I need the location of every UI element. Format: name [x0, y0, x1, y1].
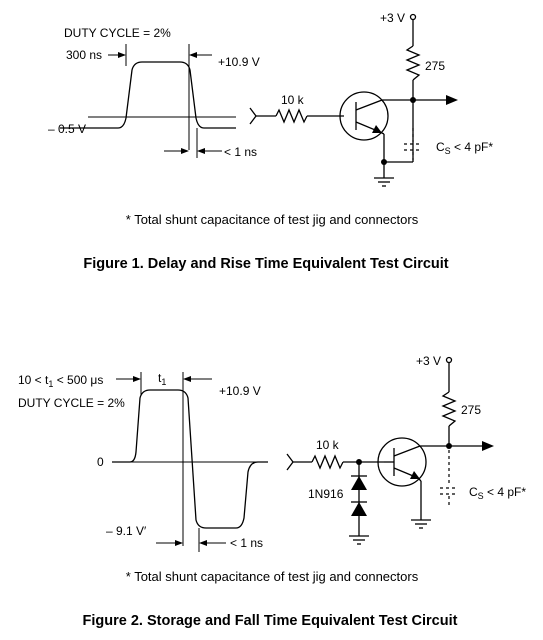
fig1-output-arrow: [446, 95, 458, 105]
fig2-circuit: 10 k 1N916: [286, 354, 526, 545]
fig2-arrowhead: [183, 376, 191, 382]
fig2-arrowhead: [133, 376, 141, 382]
fig1-supply-label: +3 V: [380, 11, 405, 25]
fig2-footnote: * Total shunt capacitance of test jig an…: [126, 569, 419, 584]
fig1-supply-terminal: [409, 13, 417, 21]
fig2-caption: Figure 2. Storage and Fall Time Equivale…: [83, 613, 458, 629]
fig2-base-resistor-label: 10 k: [316, 438, 340, 452]
fig2-wire: [417, 477, 422, 482]
fig2-supply-terminal: [445, 356, 453, 364]
fig2-low-level: – 9.1 V′: [106, 524, 147, 538]
fig1-low-level: – 0.5 V: [48, 122, 86, 136]
fig1-circuit: 10 k +3 V 275: [249, 11, 493, 187]
fig1-caption: Figure 1. Delay and Rise Time Equivalent…: [83, 256, 448, 272]
fig2-load-resistor-label: 275: [461, 403, 481, 417]
fig2-arrowhead: [199, 540, 207, 546]
fig1-arrowhead: [189, 52, 197, 58]
fig2-duty-cycle: DUTY CYCLE = 2%: [18, 396, 125, 410]
fig2-base-resistor: [311, 454, 344, 470]
fig2-input-terminal: [286, 453, 294, 471]
fig1-transistor-collector: [355, 99, 383, 111]
fig1-arrowhead: [197, 148, 205, 154]
fig2-waveform: 10 < t1 < 500 μs t1 DUTY CYCLE = 2% +10.…: [18, 371, 268, 552]
fig1-base-resistor-label: 10 k: [281, 93, 305, 107]
fig1-transistor: [339, 91, 389, 141]
fig2-emitter-arrow: [410, 471, 420, 479]
fig1-emitter-arrow: [372, 125, 382, 133]
fig1-load-resistor-label: 275: [425, 59, 445, 73]
fig2-diode-label: 1N916: [308, 487, 344, 501]
fig2-cap-label: CS < 4 pF*: [469, 485, 526, 501]
fig1-duty-cycle: DUTY CYCLE = 2%: [64, 26, 171, 40]
fig2-fall-time: < 1 ns: [230, 536, 263, 550]
fig2-supply-label: +3 V: [416, 354, 441, 368]
fig2-output-arrow: [482, 441, 494, 451]
fig1-fall-time: < 1 ns: [224, 145, 257, 159]
fig1-pulse-width: 300 ns: [66, 48, 102, 62]
fig2-arrowhead: [175, 540, 183, 546]
fig1-base-resistor: [275, 108, 308, 124]
fig2-high-level: +10.9 V: [219, 384, 261, 398]
fig2-zero-level: 0: [97, 455, 104, 469]
fig2-transistor-collector: [393, 445, 421, 457]
figure-1: DUTY CYCLE = 2% 300 ns +10.9 V – 0.5 V <…: [48, 11, 493, 272]
fig1-pulse: [60, 61, 236, 129]
fig1-footnote: * Total shunt capacitance of test jig an…: [126, 212, 419, 227]
fig2-diode-lower: [351, 502, 367, 516]
fig2-load-resistor: [441, 391, 457, 427]
fig2-t1-label: t1: [158, 371, 166, 387]
fig2-pulse: [112, 389, 268, 529]
fig2-transistor: [377, 437, 427, 487]
fig1-arrowhead: [181, 148, 189, 154]
fig1-input-terminal: [249, 107, 257, 125]
fig1-waveform: DUTY CYCLE = 2% 300 ns +10.9 V – 0.5 V <…: [48, 26, 260, 159]
fig1-load-resistor: [405, 45, 421, 81]
fig2-t1-range: 10 < t1 < 500 μs: [18, 373, 103, 389]
fig1-cap-label: CS < 4 pF*: [436, 140, 493, 156]
figure-2: 10 < t1 < 500 μs t1 DUTY CYCLE = 2% +10.…: [18, 354, 526, 629]
fig1-arrowhead: [118, 52, 126, 58]
fig1-high-level: +10.9 V: [218, 55, 260, 69]
fig1-wire: [379, 131, 385, 135]
fig2-diode-upper: [351, 476, 367, 490]
